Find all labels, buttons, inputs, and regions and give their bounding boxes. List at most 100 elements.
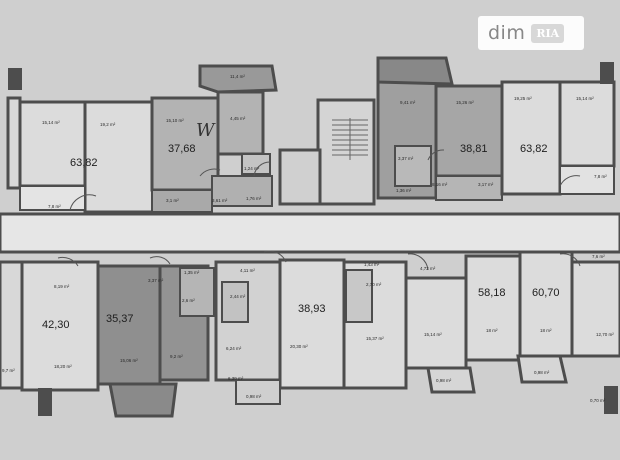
watermark-dim: dim [488,22,526,44]
watermark: dim RIA [478,16,584,50]
bottom-room-area-label: 9,7 m² [2,368,15,373]
bottom-room-area-label: 0,98 m² [436,378,452,383]
top-room-area-label: 3,1 m² [166,198,179,203]
apartment-total-top-4: 63,82 [520,143,548,155]
bottom-room-area-label: 4,11 m² [240,268,255,273]
room-a3-room [434,84,504,178]
top-wing [6,56,616,214]
room-a3-bath [394,145,432,187]
handwritten-mark: W [196,120,216,141]
room-b6-living [518,250,574,358]
bottom-room-area-label: 3,37 m² [148,278,164,283]
room-b2-bath [179,267,215,317]
bottom-room-area-label: 0,98 m² [246,394,262,399]
top-room-area-label: 15,10 m² [166,118,184,123]
apartment-total-top-2: 37,68 [168,143,196,155]
bottom-room-area-label: 7,6 m² [592,254,605,259]
bottom-room-area-label: 15,14 m² [424,332,442,337]
room-a4-living [500,80,562,196]
top-room-area-label: 19,2 m² [100,122,116,127]
bottom-room-area-label: 12,70 m² [596,332,614,337]
top-room-area-label: 3,17 m² [478,182,494,187]
bottom-room-area-label: 20,30 m² [290,344,308,349]
wall-pier-bottom-left [38,388,52,416]
bottom-room-area-label: 2,44 m² [230,294,246,299]
apartment-total-bottom-2: 35,37 [106,313,134,325]
bottom-room-area-label: 18 m² [540,328,552,333]
top-room-area-label: 7,8 m² [48,204,61,209]
door-swings [57,149,581,271]
watermark-ria: RIA [531,23,565,43]
apartment-total-top-1: 63,82 [70,157,98,169]
room-b3-bath [221,281,249,323]
wall-pier-top-left [8,68,22,90]
top-room-area-label: 1,24 m² [244,166,260,171]
room-a3-hall [435,175,503,201]
room-a2-kitchen [216,90,265,156]
bottom-room-area-label: 1,35 m² [184,270,200,275]
balcony-top-2 [376,56,454,86]
room-a1-hall [19,185,86,211]
balcony-bottom-3 [426,366,476,394]
top-room-area-label: 3,61 m² [212,198,228,203]
apartment-total-bottom-5: 60,70 [532,287,560,299]
balcony-bottom-4 [516,354,568,384]
room-b5-bedroom [404,276,468,370]
room-b3-living [278,258,346,390]
balcony-top-1 [198,64,278,94]
room-a2-corridor [211,175,273,207]
top-room-area-label: 1,36 m² [396,188,412,193]
room-a4-bedroom [558,80,616,168]
apartment-total-top-3: 38,81 [460,143,488,155]
top-room-area-label: 15,14 m² [576,96,594,101]
room-top-edge [6,96,22,190]
room-a1-bedroom [18,100,87,188]
wall-pier-bottom-right [604,386,618,414]
central-corridor [0,212,620,254]
bottom-room-area-label: 0,98 m² [534,370,550,375]
top-room-area-label: 8,16 m² [432,182,448,187]
top-room-area-label: 7,8 m² [594,174,607,179]
bottom-room-area-label: 2,70 m² [366,282,382,287]
bottom-room-area-label: 0,70 m² [590,398,606,403]
bottom-room-area-label: 18,20 m² [54,364,72,369]
top-room-area-label: 9,41 m² [400,100,416,105]
room-b4-bath [345,269,373,323]
room-a4-hall [559,165,615,195]
bottom-room-area-label: 15,37 m² [366,336,384,341]
balcony-bottom-2 [235,379,281,405]
top-room-area-label: 19,25 m² [514,96,532,101]
room-a2-hall [151,189,213,213]
top-room-area-label: 1,76 m² [246,196,262,201]
room-a2-bath [241,153,271,175]
apartment-total-bottom-4: 58,18 [478,287,506,299]
bottom-wing [0,250,620,418]
bottom-room-area-label: 15,06 m² [120,358,138,363]
stair-steps [332,118,368,160]
bottom-room-area-label: 2,6 m² [182,298,195,303]
top-room-area-label: 15,14 m² [42,120,60,125]
top-room-area-label: 3,37 m² [398,156,414,161]
room-b5-living [464,254,522,362]
bottom-room-area-label: 6,24 m² [226,346,242,351]
stair-lobby [278,148,322,206]
wall-pier-top-right [600,62,614,84]
top-room-area-label: 15,26 m² [456,100,474,105]
room-b1-room [20,260,100,392]
top-room-area-label: 11,4 m² [230,74,245,79]
balcony-bottom-1 [108,382,178,418]
bottom-room-area-label: 1,43 m² [364,262,380,267]
bottom-room-area-label: 6,39 m² [228,376,244,381]
stairwell [316,98,376,206]
apartment-total-bottom-1: 42,30 [42,319,70,331]
bottom-room-area-label: 18 m² [486,328,498,333]
bottom-room-area-label: 9,2 m² [170,354,183,359]
apartment-total-bottom-3: 38,93 [298,303,326,315]
room-b2-room [96,264,162,386]
bottom-room-area-label: 4,72 m² [420,266,436,271]
bottom-room-area-label: 8,19 m² [54,284,70,289]
room-b6-bedroom [570,260,620,358]
